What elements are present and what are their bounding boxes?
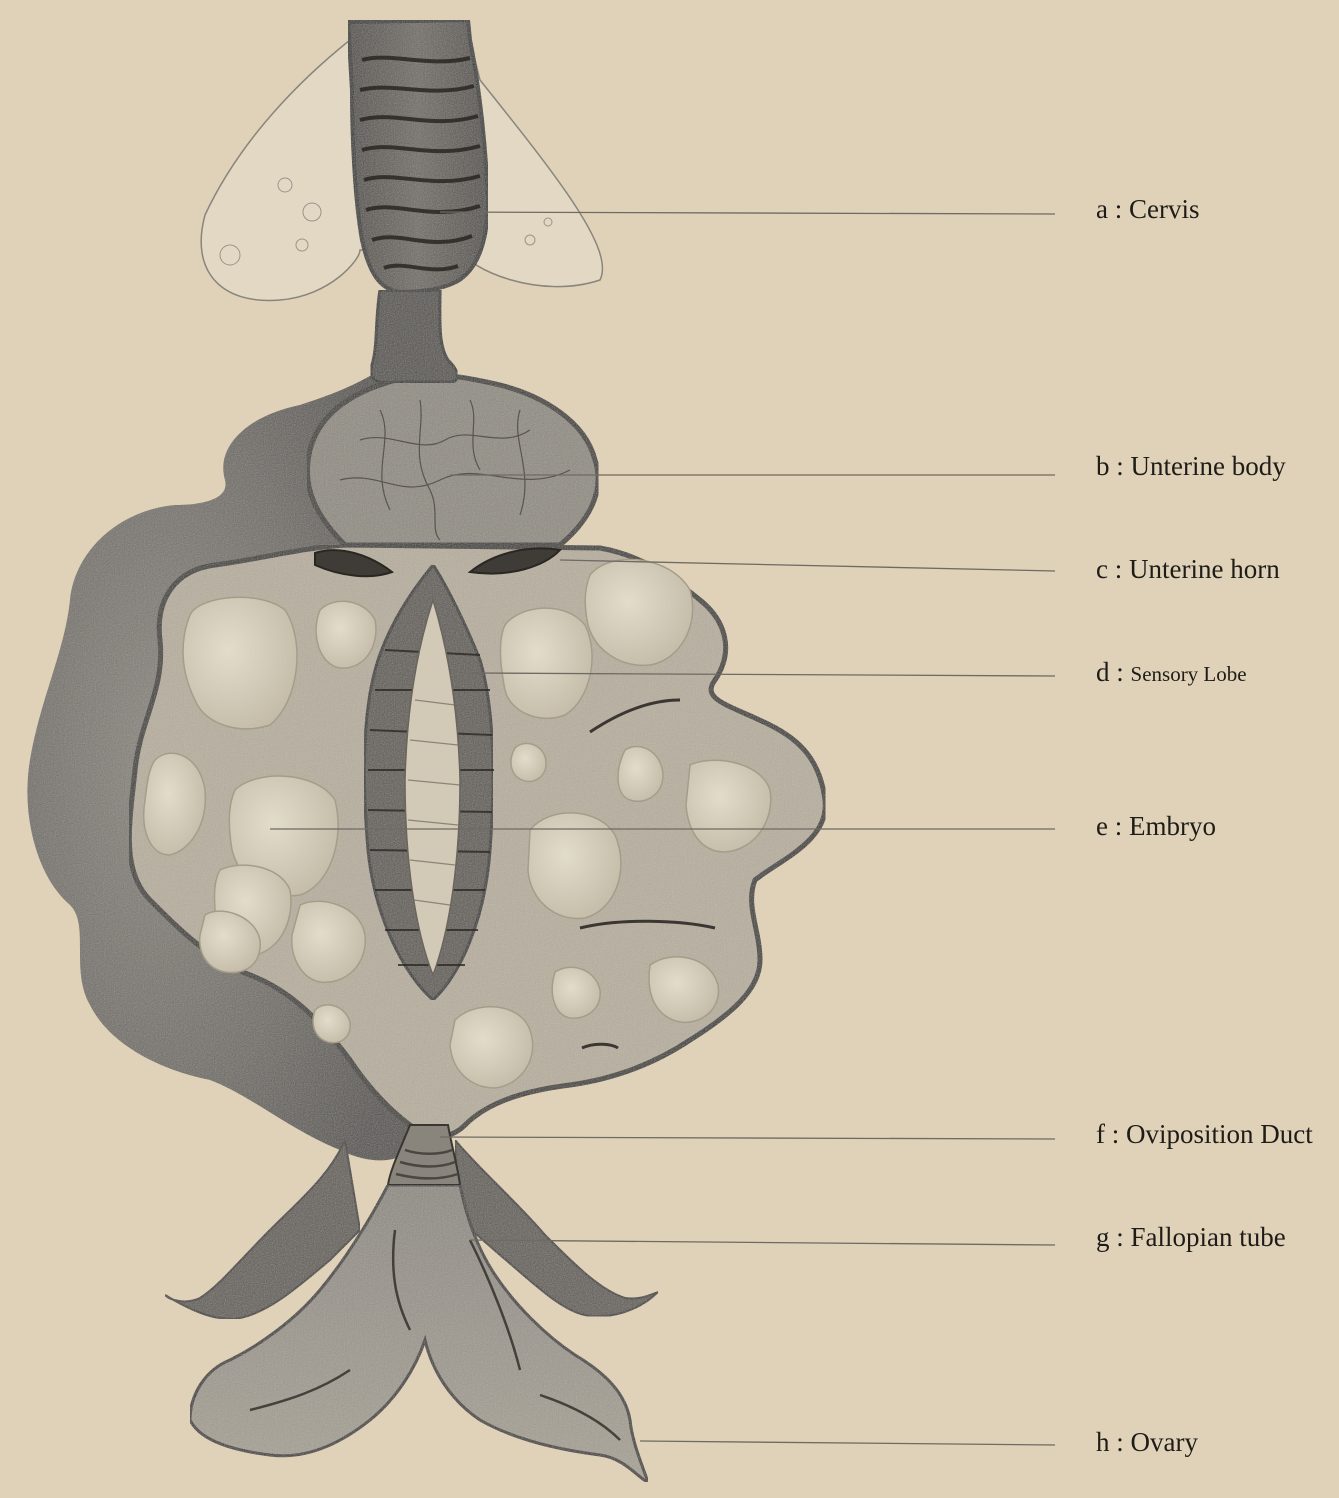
cervix-neck xyxy=(371,290,457,383)
label-sensory-lobe: d : Sensory Lobe xyxy=(1096,659,1247,686)
label-name: Oviposition Duct xyxy=(1126,1119,1313,1149)
label-oviposition-duct: f : Oviposition Duct xyxy=(1096,1121,1313,1148)
fallopian-tubes xyxy=(190,1185,648,1482)
label-letter: g xyxy=(1096,1222,1110,1252)
label-name: Fallopian tube xyxy=(1131,1222,1286,1252)
leader-line-f xyxy=(440,1137,1055,1139)
label-embryo: e : Embryo xyxy=(1096,813,1216,840)
label-name: Ovary xyxy=(1131,1427,1198,1457)
label-fallopian-tube: g : Fallopian tube xyxy=(1096,1224,1286,1251)
label-ovary: h : Ovary xyxy=(1096,1429,1198,1456)
label-name: Unterine body xyxy=(1131,451,1286,481)
label-letter: c xyxy=(1096,554,1108,584)
label-letter: f xyxy=(1096,1119,1105,1149)
label-name: Unterine horn xyxy=(1129,554,1280,584)
label-cervis: a : Cervis xyxy=(1096,196,1200,223)
label-letter: d xyxy=(1096,657,1110,687)
label-name: Embryo xyxy=(1129,811,1216,841)
uterine-body-shape xyxy=(307,375,598,545)
leader-line-g xyxy=(470,1240,1055,1245)
label-uterine-body: b : Unterine body xyxy=(1096,453,1286,480)
label-letter: b xyxy=(1096,451,1110,481)
leader-line-h xyxy=(640,1441,1055,1445)
label-letter: a xyxy=(1096,194,1108,224)
label-name: Sensory Lobe xyxy=(1131,662,1247,686)
label-uterine-horn: c : Unterine horn xyxy=(1096,556,1280,583)
label-name: Cervis xyxy=(1129,194,1200,224)
label-letter: h xyxy=(1096,1427,1110,1457)
label-letter: e xyxy=(1096,811,1108,841)
